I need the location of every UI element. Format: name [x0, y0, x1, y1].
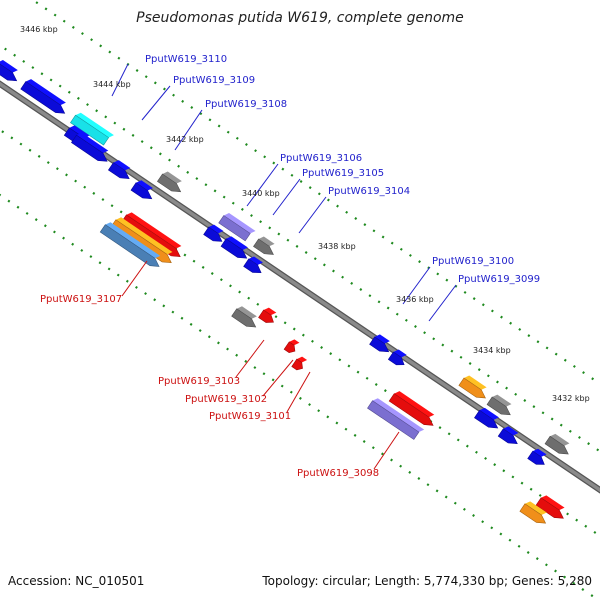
gene-label: PputW619_3105 — [302, 168, 384, 179]
gene-label: PputW619_3108 — [205, 99, 287, 110]
gene-orange — [458, 375, 487, 399]
leader-line — [141, 85, 171, 121]
gene-red — [535, 495, 565, 519]
leader-line — [174, 109, 203, 151]
leader-line — [272, 178, 301, 216]
leader-line — [235, 339, 265, 378]
gene-purple — [367, 398, 425, 440]
scale-tick-label: 3442 kbp — [166, 135, 204, 144]
gene-gray — [231, 306, 257, 328]
gene-purple — [218, 213, 256, 242]
scale-tick-label: 3444 kbp — [93, 80, 131, 89]
gene-label: PputW619_3103 — [158, 376, 240, 387]
gene-label: PputW619_3098 — [297, 468, 379, 479]
scale-tick-label: 3432 kbp — [552, 394, 590, 403]
gene-red — [283, 339, 300, 353]
gene-red — [291, 356, 308, 371]
gene-label: PputW619_3100 — [432, 256, 514, 267]
scale-tick-label: 3434 kbp — [473, 346, 511, 355]
accession-text: Accession: NC_010501 — [8, 574, 145, 588]
gene-blue — [0, 60, 18, 82]
gene-label: PputW619_3106 — [280, 153, 362, 164]
leader-line — [262, 359, 294, 397]
gene-gray — [486, 394, 512, 416]
gene-gray — [157, 171, 182, 193]
gene-orange — [519, 501, 547, 524]
gene-blue — [369, 334, 390, 353]
label-leader-lines — [111, 63, 457, 470]
gene-blue — [387, 349, 407, 366]
gene-gray — [544, 433, 570, 455]
tick-ring-1 — [30, 0, 600, 386]
scale-tick-label: 3436 kbp — [396, 295, 434, 304]
gene-label: PputW619_3109 — [173, 75, 255, 86]
gene-steelblue — [99, 222, 161, 267]
leader-line — [298, 196, 327, 234]
gene-blue — [497, 426, 519, 445]
scale-tick-label: 3446 kbp — [20, 25, 58, 34]
leader-line — [428, 284, 457, 322]
leader-line — [402, 266, 431, 305]
gene-label: PputW619_3107 — [40, 294, 122, 305]
gene-label: PputW619_3104 — [328, 186, 410, 197]
gene-blue — [107, 160, 131, 179]
gene-gray — [253, 236, 275, 255]
gene-label: PputW619_3099 — [458, 274, 540, 285]
topology-text: Topology: circular; Length: 5,774,330 bp… — [262, 574, 592, 588]
map-title: Pseudomonas putida W619, complete genome — [136, 10, 464, 26]
gene-cyan — [70, 112, 114, 146]
gene-blue — [243, 256, 263, 274]
gene-blue — [203, 224, 224, 242]
leader-line — [121, 260, 148, 297]
gene-red — [388, 391, 435, 426]
leader-line — [286, 371, 311, 413]
gene-red — [258, 307, 277, 323]
leader-line — [373, 431, 400, 470]
leader-line — [111, 63, 129, 97]
gene-label: PputW619_3101 — [209, 411, 291, 422]
gene-blue — [220, 236, 248, 259]
gene-label: PputW619_3102 — [185, 394, 267, 405]
gene-blue — [20, 79, 66, 114]
gene-blue — [527, 448, 547, 465]
leader-line — [246, 163, 279, 207]
gene-blue — [474, 407, 499, 429]
map-text: Pseudomonas putida W619, complete genome… — [20, 10, 590, 479]
gene-blue — [130, 180, 153, 200]
gene-features — [0, 60, 570, 524]
gene-label: PputW619_3110 — [145, 54, 227, 65]
scale-tick-label: 3438 kbp — [318, 242, 356, 251]
scale-tick-label: 3440 kbp — [242, 189, 280, 198]
gene-blue — [71, 132, 109, 162]
